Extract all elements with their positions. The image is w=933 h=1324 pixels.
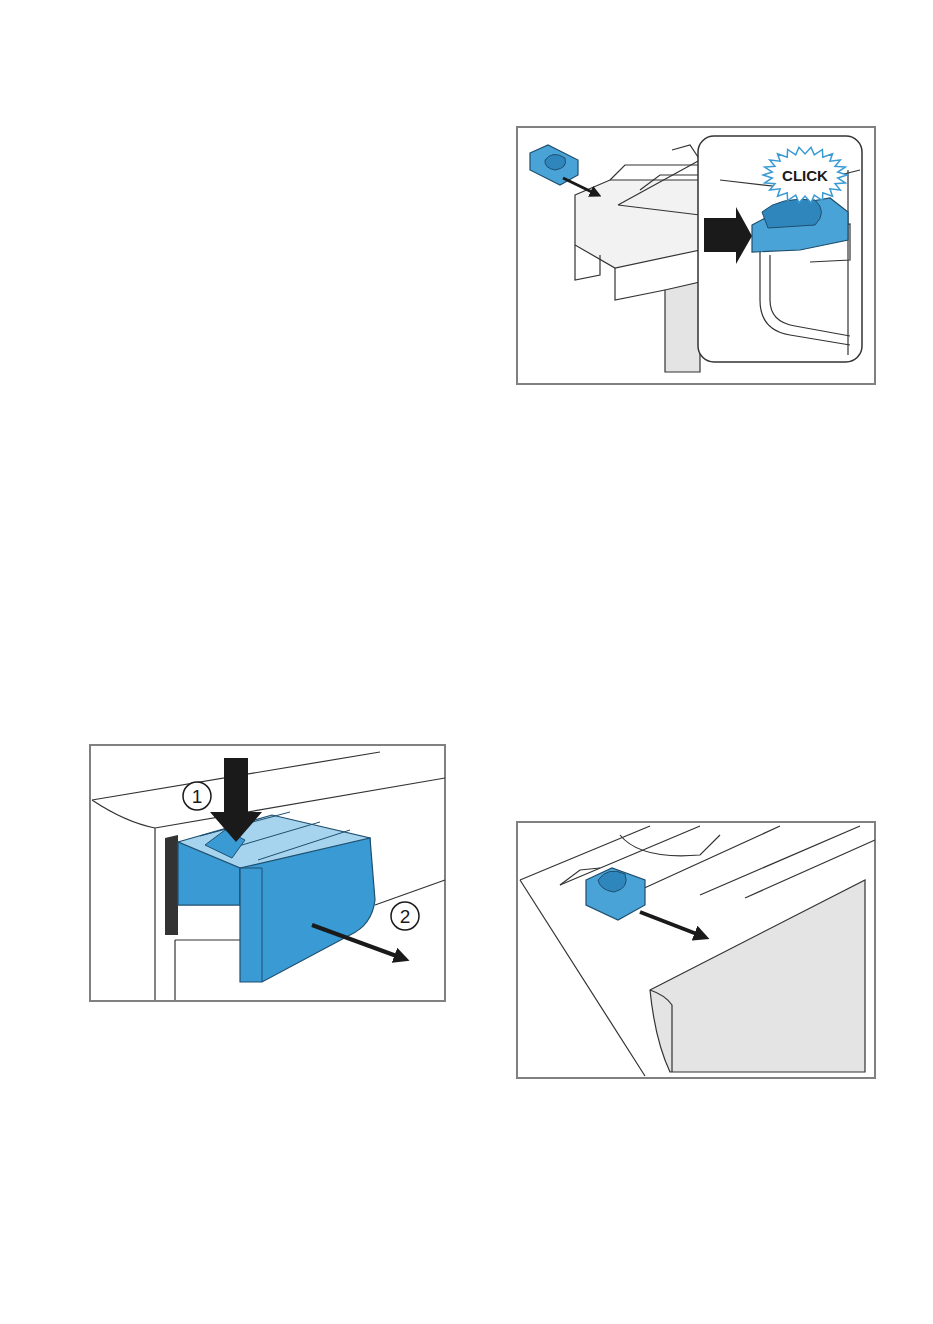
illustration-part (520, 868, 645, 1076)
illustration-part (545, 154, 566, 170)
illustration-part (650, 880, 865, 1072)
illustration-part (391, 902, 419, 930)
illustration-part (752, 198, 848, 252)
illustration-part (240, 868, 262, 982)
illustration-part (665, 282, 700, 372)
callout-number: 1 (192, 787, 203, 806)
illustration-part (650, 990, 672, 1072)
illustration-part (240, 838, 375, 982)
figure-insert-remove (517, 822, 875, 1078)
illustration-part (312, 925, 402, 958)
figure-drawer-remove (90, 745, 445, 1001)
illustration-part (175, 940, 240, 1000)
illustration-part (90, 745, 445, 1001)
illustration-part (375, 880, 445, 905)
illustration-part (698, 136, 862, 362)
illustration-part (563, 178, 596, 194)
illustration-part (586, 868, 645, 920)
illustration-part (517, 822, 875, 1078)
illustration-part (620, 835, 720, 856)
illustration-part (610, 165, 700, 190)
illustration-part (575, 245, 665, 300)
illustration-part (618, 160, 700, 215)
click-text: CLICK (782, 168, 828, 183)
figure-insert-click (517, 127, 875, 384)
illustration-part (520, 826, 875, 898)
illustration-part (598, 871, 626, 892)
illustration-part (183, 782, 211, 810)
illustration-part (165, 835, 178, 935)
illustration-part (210, 758, 262, 842)
illustration-part (92, 752, 445, 1000)
illustration-part (640, 912, 702, 936)
illustration-part (762, 199, 822, 228)
click-starburst (763, 147, 847, 202)
illustration-part (517, 127, 875, 384)
callout-number: 2 (400, 907, 411, 926)
illustration-part (847, 170, 848, 355)
illustration-part (530, 145, 578, 185)
illustration-part (672, 145, 700, 160)
illustration-part (704, 207, 752, 264)
illustration-part (760, 250, 850, 345)
